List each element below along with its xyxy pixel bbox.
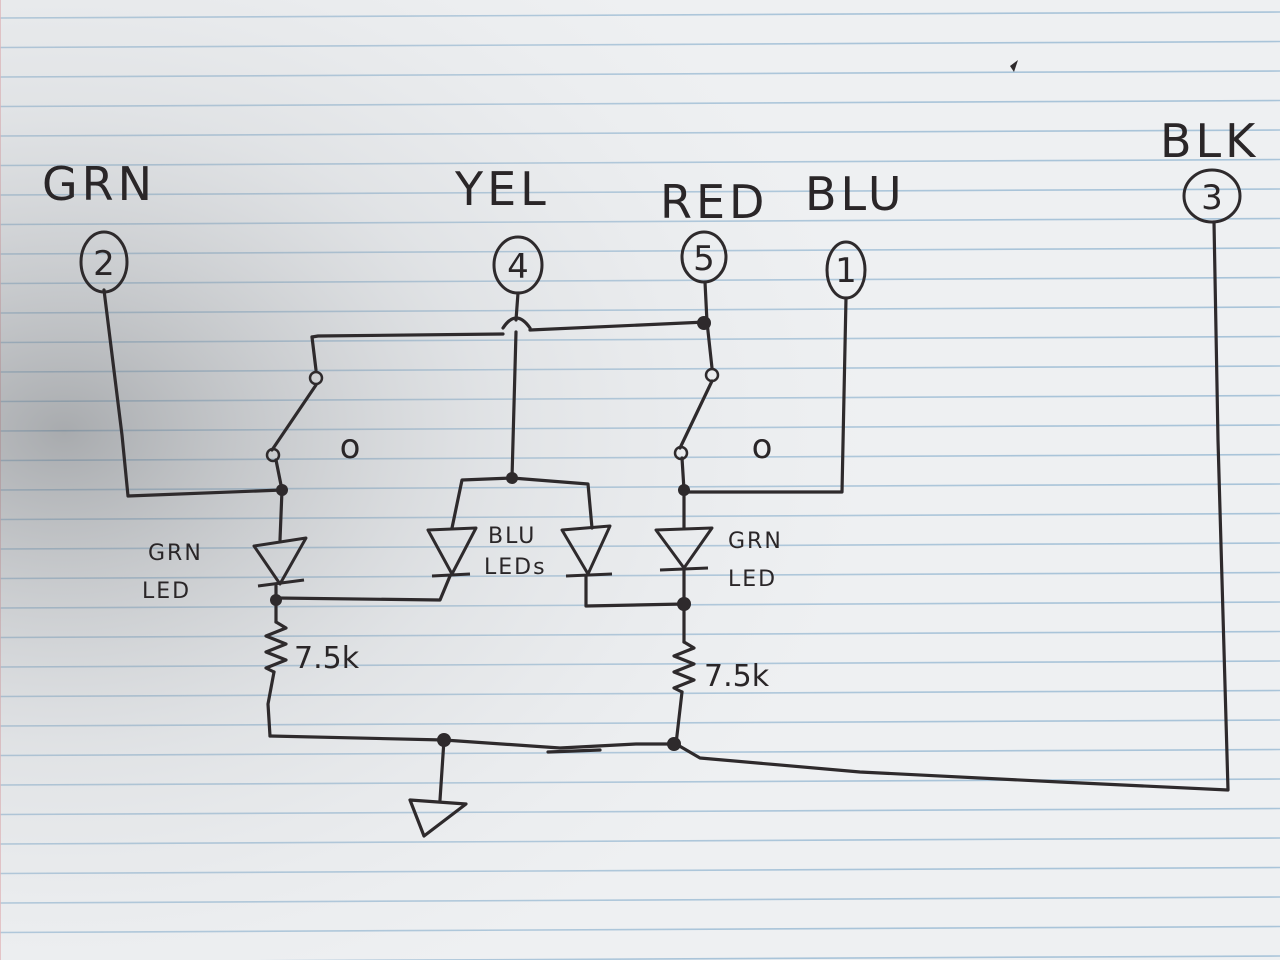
led-blue-2-symbol (560, 524, 613, 578)
pin-number-1: 1 (835, 251, 857, 291)
terminal-label-red: RED (660, 175, 768, 229)
pin-number-3: 3 (1201, 178, 1223, 218)
junction-dots (270, 316, 711, 751)
pin-number-5: 5 (693, 239, 715, 279)
led-right-label-1: GRN (728, 529, 783, 554)
switch-right-pivot (673, 445, 689, 461)
pin-number-4: 4 (507, 247, 529, 287)
junction-left-led (276, 484, 288, 496)
led-left-label-1: GRN (148, 541, 203, 566)
terminal-label-grn: GRN (42, 157, 156, 211)
led-right-label-2: LED (728, 567, 777, 592)
led-blue-1-symbol (426, 526, 478, 578)
junction-blue-leds (506, 472, 518, 484)
terminal-label-yel: YEL (454, 162, 550, 216)
led-mid-label-2: LEDs (484, 555, 547, 580)
terminal-pin-3 (1182, 168, 1242, 224)
resistor-left-value: 7.5k (294, 641, 360, 676)
led-mid-label-1: BLU (488, 524, 536, 549)
terminal-label-blk: BLK (1160, 114, 1259, 168)
switch-left-pivot (265, 447, 281, 463)
junction-ground-right (667, 737, 681, 751)
resistor-left (264, 620, 288, 674)
wiring (102, 220, 1230, 838)
junction-right-resistor (677, 597, 691, 611)
led-left-symbol (252, 536, 308, 588)
switch-right-open-contact: o (752, 427, 773, 467)
switch-left-contact-a (308, 370, 324, 386)
junction-left-resistor (270, 594, 282, 606)
junction-red (697, 316, 711, 330)
led-left-label-2: LED (142, 579, 191, 604)
led-right-symbol (654, 526, 714, 572)
switch-left-open-contact: o (340, 427, 361, 467)
resistor-right (672, 640, 696, 694)
terminal-label-blu: BLU (805, 167, 906, 221)
junction-ground (437, 733, 451, 747)
switch-right-contact-a (704, 367, 720, 383)
junction-right-led (678, 484, 690, 496)
pin-number-2: 2 (93, 244, 115, 284)
ink-speck (1010, 60, 1018, 72)
resistor-right-value: 7.5k (704, 659, 770, 694)
